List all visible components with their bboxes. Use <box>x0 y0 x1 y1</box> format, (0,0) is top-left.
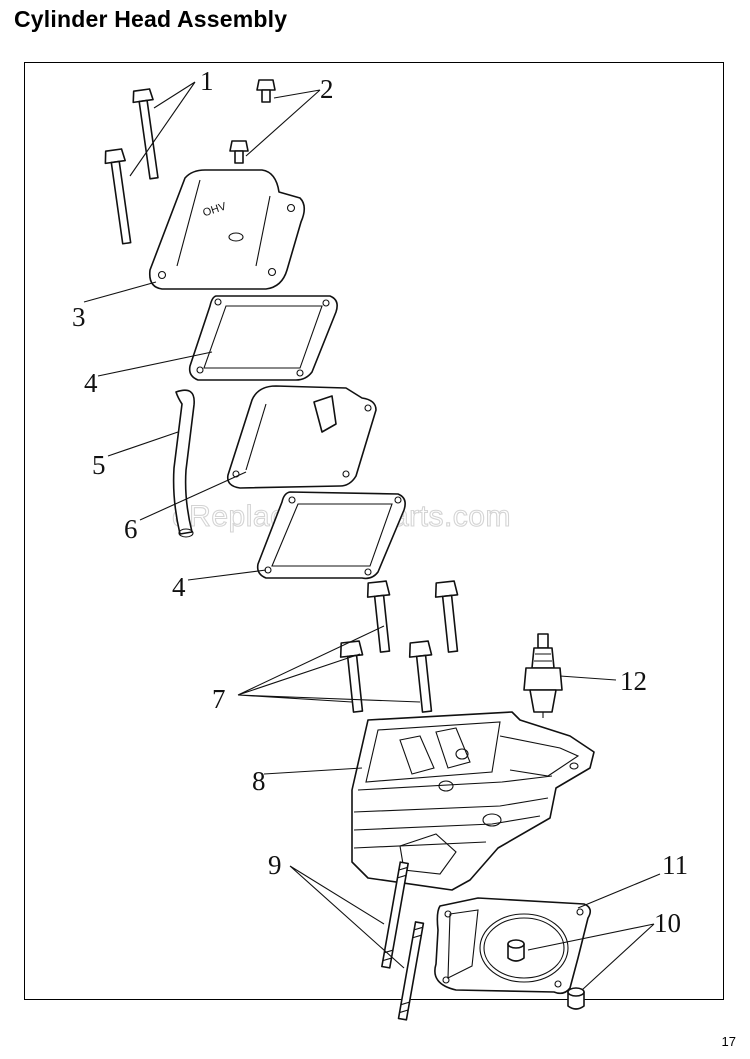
callout-9: 9 <box>268 850 282 880</box>
part-4-gasket-upper <box>188 295 338 381</box>
callout-11: 11 <box>662 850 688 880</box>
leader-lines <box>83 81 661 991</box>
part-6-breather-plate <box>226 385 377 489</box>
callout-10: 10 <box>654 908 681 938</box>
callout-2: 2 <box>320 74 334 104</box>
callout-4-upper: 4 <box>84 368 98 398</box>
page-title: Cylinder Head Assembly <box>14 6 288 32</box>
callout-12: 12 <box>620 666 647 696</box>
part-1-long-bolts <box>104 88 159 245</box>
part-2-short-bolts <box>229 79 276 164</box>
part-7-head-bolts <box>339 580 459 713</box>
callout-6: 6 <box>124 514 138 544</box>
page-number: 17 <box>721 1034 736 1049</box>
diagram-frame <box>24 62 724 1000</box>
part-5-breather-hose <box>172 389 195 538</box>
callout-4-lower: 4 <box>172 572 186 602</box>
callout-1: 1 <box>200 66 214 96</box>
callout-5: 5 <box>92 450 106 480</box>
callout-7: 7 <box>212 684 226 714</box>
part-4-gasket-lower <box>256 491 406 580</box>
part-9-studs <box>381 861 425 1021</box>
part-8-cylinder-head <box>351 711 595 891</box>
callout-8: 8 <box>252 766 266 796</box>
part-12-spark-plug <box>523 633 563 718</box>
callout-3: 3 <box>72 302 86 332</box>
part-3-valve-cover: OHV <box>148 169 306 290</box>
part-10-dowel-pins <box>507 939 585 1010</box>
